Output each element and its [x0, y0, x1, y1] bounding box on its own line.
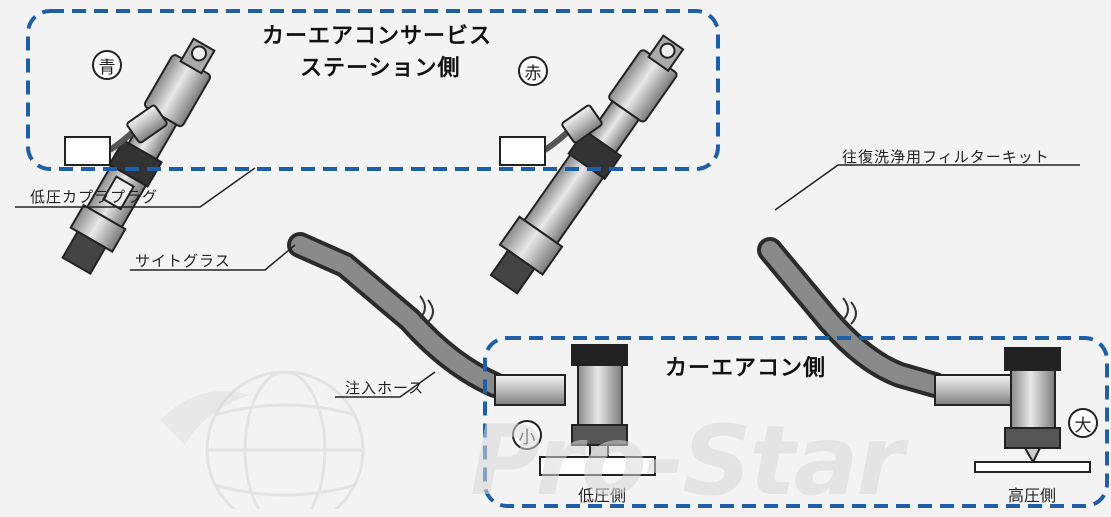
label-sight-glass: サイトグラス — [135, 252, 231, 270]
label-high-side: 高圧側 — [1008, 486, 1057, 505]
label-low-coupler-plug: 低圧カプラプラグ — [30, 188, 159, 206]
leader-low-coupler — [15, 167, 256, 208]
low-side-valve — [494, 344, 656, 476]
label-low-side: 低圧側 — [578, 486, 627, 505]
station-side-box — [26, 9, 720, 171]
red-badge: 赤 — [518, 56, 548, 86]
station-side-title-line2: ステーション側 — [300, 56, 461, 81]
small-badge: 小 — [512, 420, 542, 450]
leader-filter-kit — [774, 164, 1080, 211]
label-charge-hose: 注入ホース — [345, 379, 425, 397]
watermark-leaf-icon — [160, 390, 250, 445]
leader-sight-glass — [130, 244, 296, 271]
watermark-text: Pro-Star — [470, 405, 904, 517]
right-cap — [499, 136, 546, 166]
watermark-globe-icon — [205, 370, 365, 509]
station-side-title-line1: カーエアコンサービス — [262, 24, 493, 49]
large-badge: 大 — [1068, 408, 1098, 438]
leader-charge-hose — [335, 371, 436, 398]
right-coupler-assembly — [489, 34, 685, 295]
car-side-box — [483, 336, 1109, 508]
car-side-title: カーエアコン側 — [665, 356, 827, 381]
left-cap — [64, 136, 111, 166]
label-filter-kit: 往復洗浄用フィルターキット — [842, 148, 1050, 166]
blue-badge: 青 — [92, 50, 122, 80]
high-side-valve — [934, 347, 1091, 473]
